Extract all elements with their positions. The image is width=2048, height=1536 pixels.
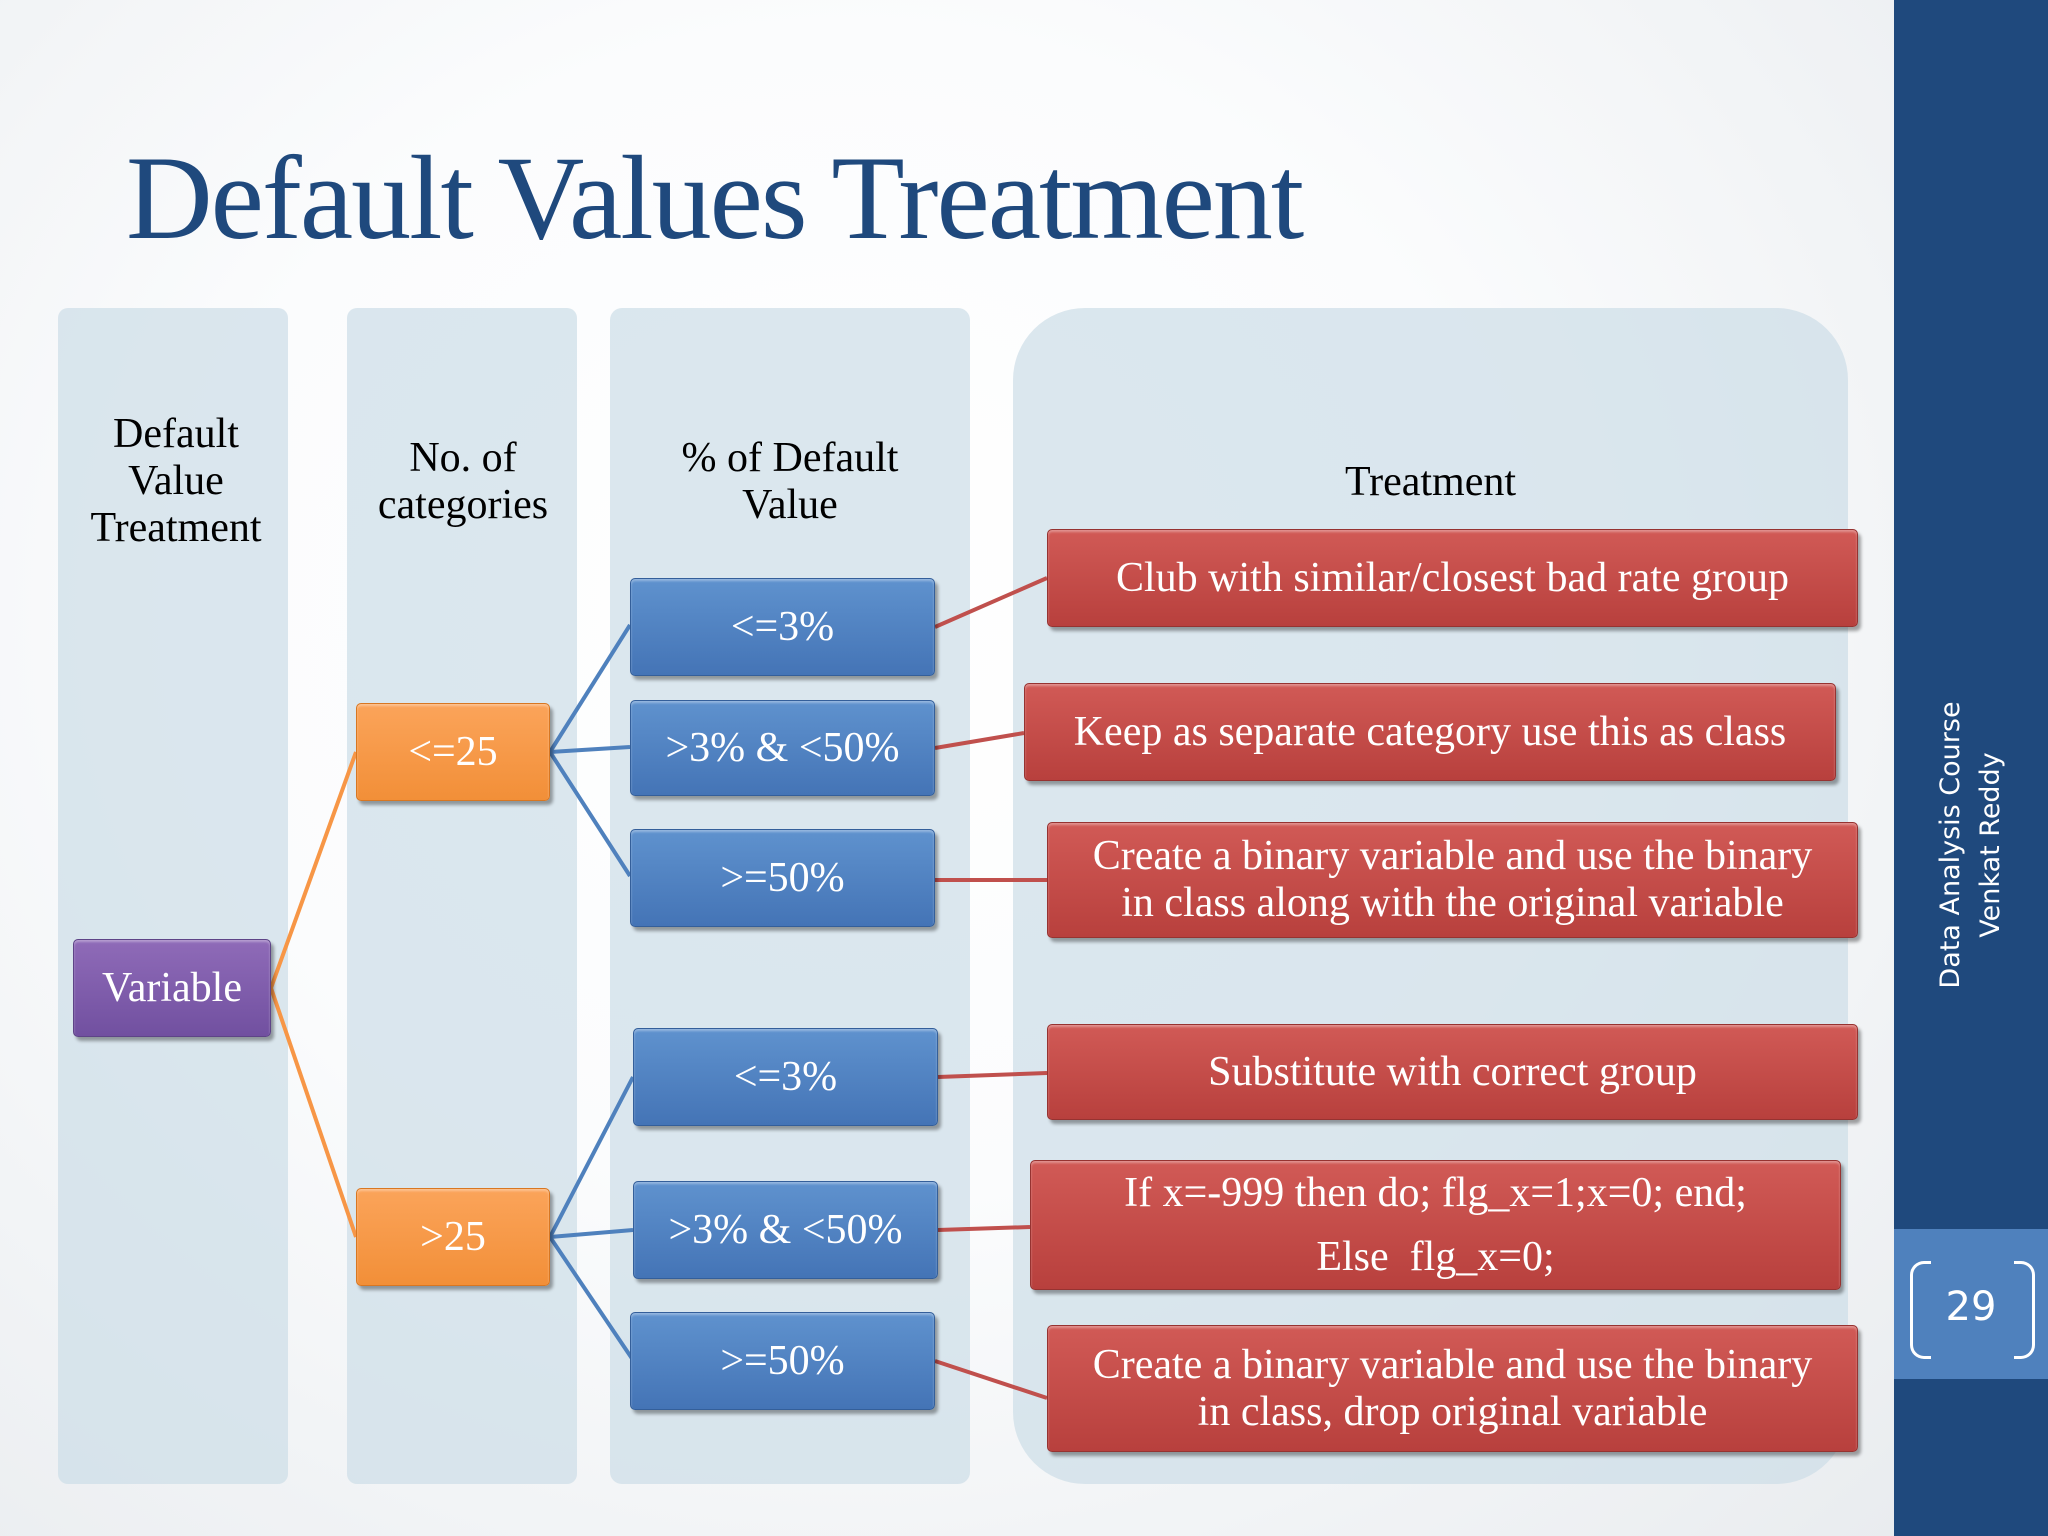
header-line: % of Default — [681, 435, 899, 481]
connector-lines — [269, 576, 1048, 1400]
category-label: <=25 — [408, 729, 498, 775]
header-line: Value — [742, 482, 838, 528]
connector-pct-to-treatment-2 — [934, 731, 1025, 750]
connector-low-to-pct3 — [548, 750, 632, 878]
column-no-of-categories — [347, 308, 577, 1484]
percent-label: <=3% — [730, 604, 835, 650]
column-header-3: % of Default Value — [610, 435, 970, 529]
connector-low-to-pct2 — [549, 745, 631, 754]
treatment-line: If x=-999 then do; flg_x=1;x=0; end; — [1124, 1170, 1747, 1216]
connector-high-to-pct1 — [548, 1076, 635, 1238]
treatment-line: Keep as separate category use this as cl… — [1073, 708, 1787, 755]
connector-high-to-pct2 — [549, 1228, 634, 1239]
header-line: categories — [377, 482, 549, 528]
variable-node: Variable — [73, 939, 271, 1037]
percent-label: >3% & <50% — [665, 725, 900, 771]
treatment-node-3: Create a binary variable and use the bin… — [1047, 822, 1858, 938]
connector-low-to-pct1 — [548, 623, 632, 754]
treatment-node-1: Club with similar/closest bad rate group — [1047, 529, 1858, 627]
page-bracket-left — [1910, 1261, 1931, 1359]
connector-pct-to-treatment-4 — [937, 1071, 1048, 1079]
percent-node-low-3: >=50% — [630, 829, 935, 927]
variable-node-label: Variable — [102, 965, 242, 1011]
connector-root-to-high — [269, 987, 358, 1238]
percent-label: >=50% — [720, 855, 845, 901]
header-line: Default — [113, 411, 239, 457]
treatment-line: in class, drop original variable — [1197, 1388, 1708, 1435]
sidebar-footer-text: Data Analysis Course Venkat Reddy — [1931, 701, 2011, 988]
percent-label: >3% & <50% — [668, 1207, 903, 1253]
treatment-line: in class along with the original variabl… — [1121, 880, 1784, 926]
treatment-line: Create a binary variable and use the bin… — [1092, 1341, 1813, 1388]
header-line: Treatment — [90, 505, 262, 551]
treatment-node-5: If x=-999 then do; flg_x=1;x=0; end; Els… — [1030, 1160, 1841, 1290]
header-line: Value — [128, 458, 224, 504]
column-header-4: Treatment — [1013, 459, 1848, 506]
header-line: No. of — [409, 435, 517, 481]
column-header-1: Default Value Treatment — [58, 411, 294, 552]
treatment-node-2: Keep as separate category use this as cl… — [1024, 683, 1836, 781]
percent-node-high-3: >=50% — [630, 1312, 935, 1410]
category-node-high: >25 — [356, 1188, 550, 1286]
author-name: Venkat Reddy — [1975, 752, 2006, 938]
connector-pct-to-treatment-6 — [934, 1359, 1048, 1400]
connector-pct-to-treatment-5 — [937, 1225, 1031, 1232]
treatment-line: Club with similar/closest bad rate group — [1115, 554, 1790, 601]
percent-node-low-1: <=3% — [630, 578, 935, 676]
page-number: 29 — [1945, 1284, 1997, 1330]
column-default-value-treatment — [58, 308, 288, 1484]
course-name: Data Analysis Course — [1935, 701, 1966, 989]
category-node-low: <=25 — [356, 703, 550, 801]
treatment-node-4: Substitute with correct group — [1047, 1024, 1858, 1120]
percent-node-high-2: >3% & <50% — [633, 1181, 938, 1279]
connector-pct-to-treatment-1 — [934, 576, 1048, 629]
treatment-line: Create a binary variable and use the bin… — [1092, 833, 1813, 879]
percent-label: >=50% — [720, 1338, 845, 1384]
page-title: Default Values Treatment — [126, 131, 1304, 264]
treatment-line: Substitute with correct group — [1208, 1048, 1697, 1095]
percent-label: <=3% — [733, 1054, 838, 1100]
column-header-2: No. of categories — [347, 435, 579, 529]
connector-high-to-pct3 — [548, 1235, 635, 1362]
percent-node-high-1: <=3% — [633, 1028, 938, 1126]
category-label: >25 — [420, 1214, 486, 1260]
treatment-node-6: Create a binary variable and use the bin… — [1047, 1325, 1858, 1452]
header-line: Treatment — [1344, 459, 1517, 505]
page-bracket-right — [2014, 1261, 2035, 1359]
percent-node-low-2: >3% & <50% — [630, 700, 935, 796]
treatment-line: Else flg_x=0; — [1316, 1234, 1555, 1280]
connector-root-to-low — [269, 751, 358, 989]
